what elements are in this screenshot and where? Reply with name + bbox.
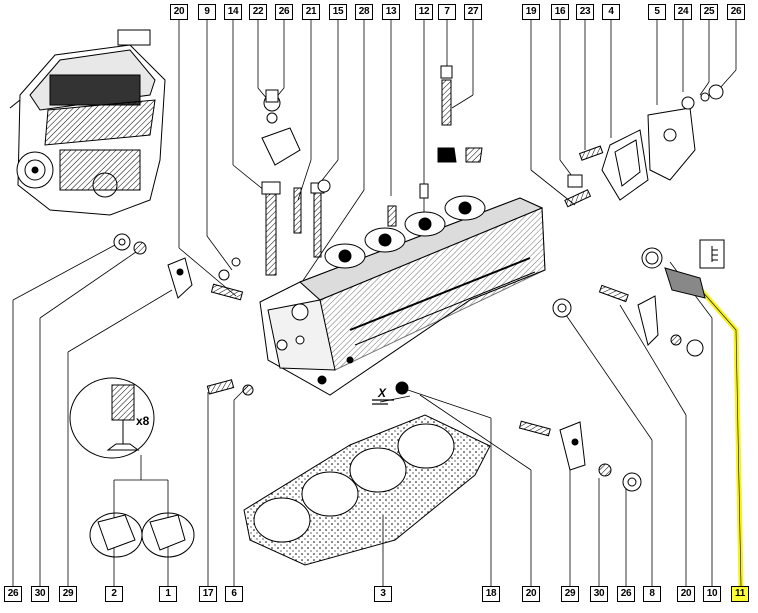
top-label-24: 24 xyxy=(674,4,692,20)
top-label-14: 14 xyxy=(224,4,242,20)
bottom-label-8: 8 xyxy=(643,586,661,602)
bottom-label-20: 20 xyxy=(522,586,540,602)
view-x-arrow xyxy=(372,399,394,405)
top-label-16: 16 xyxy=(551,4,569,20)
view-x-marker: X xyxy=(378,386,387,400)
highlight-leader xyxy=(699,288,744,587)
bottom-label-18: 18 xyxy=(482,586,500,602)
bottom-label-2: 2 xyxy=(105,586,123,602)
top-label-15: 15 xyxy=(329,4,347,20)
top-label-26b: 26 xyxy=(727,4,745,20)
bottom-label-1: 1 xyxy=(159,586,177,602)
bottom-label-30b: 30 xyxy=(590,586,608,602)
bottom-label-29: 29 xyxy=(59,586,77,602)
top-label-20: 20 xyxy=(170,4,188,20)
bottom-label-6: 6 xyxy=(225,586,243,602)
top-label-27: 27 xyxy=(464,4,482,20)
bottom-label-20b: 20 xyxy=(677,586,695,602)
bottom-label-29b: 29 xyxy=(561,586,579,602)
bolts-and-studs xyxy=(206,65,629,437)
top-label-5: 5 xyxy=(648,4,666,20)
bottom-label-30: 30 xyxy=(31,586,49,602)
head-gasket-illustration xyxy=(243,414,491,566)
top-label-23: 23 xyxy=(576,4,594,20)
bottom-label-17: 17 xyxy=(199,586,217,602)
engine-block-illustration xyxy=(9,29,166,216)
top-label-13: 13 xyxy=(382,4,400,20)
top-label-12: 12 xyxy=(415,4,433,20)
bottom-label-3: 3 xyxy=(374,586,392,602)
top-label-21: 21 xyxy=(302,4,320,20)
top-label-4: 4 xyxy=(602,4,620,20)
top-label-26: 26 xyxy=(275,4,293,20)
top-label-22: 22 xyxy=(249,4,267,20)
bottom-label-26: 26 xyxy=(4,586,22,602)
top-label-19: 19 xyxy=(522,4,540,20)
valve-quantity-text: x8 xyxy=(136,414,150,428)
top-label-28: 28 xyxy=(355,4,373,20)
top-label-7: 7 xyxy=(438,4,456,20)
top-label-9: 9 xyxy=(198,4,216,20)
cylinder-head-illustration xyxy=(259,195,546,396)
small-parts xyxy=(97,84,725,551)
bottom-label-26b: 26 xyxy=(617,586,635,602)
detail-callouts xyxy=(69,377,195,558)
top-label-25: 25 xyxy=(700,4,718,20)
bottom-label-10: 10 xyxy=(703,586,721,602)
bottom-label-11-highlighted: 11 xyxy=(731,586,749,602)
